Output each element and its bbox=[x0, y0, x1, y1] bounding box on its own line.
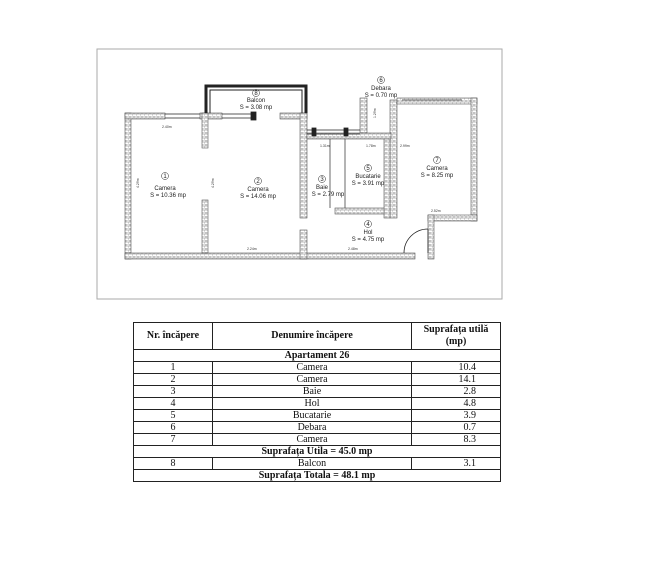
table-row: 8 Balcon 3.1 bbox=[133, 457, 501, 470]
svg-text:S = 2.79 mp: S = 2.79 mp bbox=[312, 192, 345, 198]
walls bbox=[124, 97, 478, 260]
svg-text:Hol: Hol bbox=[363, 230, 372, 236]
svg-text:2.52m: 2.52m bbox=[431, 209, 441, 213]
apartment-title: Apartament 26 bbox=[133, 349, 501, 362]
svg-text:S = 0.70 mp: S = 0.70 mp bbox=[365, 93, 398, 99]
svg-text:Balcon: Balcon bbox=[247, 98, 265, 104]
usable-area-total: Suprafața Utila = 45.0 mp bbox=[133, 445, 501, 458]
svg-text:4.29m: 4.29m bbox=[211, 178, 215, 188]
room-label-7: 7 Camera S = 8.25 mp bbox=[421, 156, 454, 179]
windows bbox=[165, 99, 462, 137]
svg-text:S = 8.25 mp: S = 8.25 mp bbox=[421, 173, 454, 179]
svg-text:Camera: Camera bbox=[154, 186, 176, 192]
table-row: 2 Camera 14.1 bbox=[133, 373, 501, 386]
svg-text:8: 8 bbox=[254, 91, 258, 97]
svg-text:5: 5 bbox=[366, 166, 370, 172]
table-row: 7 Camera 8.3 bbox=[133, 433, 501, 446]
svg-text:6: 6 bbox=[379, 78, 383, 84]
svg-text:1.78m: 1.78m bbox=[366, 144, 376, 148]
door-swing bbox=[403, 228, 429, 254]
svg-text:S = 3.91 mp: S = 3.91 mp bbox=[352, 181, 385, 187]
svg-text:Baie: Baie bbox=[316, 185, 329, 191]
plan-frame bbox=[96, 48, 503, 300]
room-label-5: 5 Bucatarie S = 3.91 mp bbox=[352, 164, 385, 187]
room-label-6: 6 Debara S = 0.70 mp bbox=[365, 76, 398, 99]
header-nr: Nr. încăpere bbox=[133, 322, 213, 350]
balcony-outline bbox=[204, 84, 308, 113]
table-row: 4 Hol 4.8 bbox=[133, 397, 501, 410]
total-area: Suprafața Totala = 48.1 mp bbox=[133, 469, 501, 482]
svg-text:Camera: Camera bbox=[426, 166, 448, 172]
svg-text:2.40m: 2.40m bbox=[162, 125, 172, 129]
svg-text:1: 1 bbox=[163, 174, 167, 180]
svg-text:2: 2 bbox=[256, 179, 260, 185]
room-label-4: 4 Hol S = 4.75 mp bbox=[352, 220, 385, 243]
room-label-3: 3 Baie S = 2.79 mp bbox=[312, 175, 345, 198]
svg-text:1.31m: 1.31m bbox=[320, 144, 330, 148]
svg-text:Bucatarie: Bucatarie bbox=[355, 174, 381, 180]
room-label-8: 8 Balcon S = 3.08 mp bbox=[240, 89, 273, 111]
table-row: 3 Baie 2.8 bbox=[133, 385, 501, 398]
table-row: 1 Camera 10.4 bbox=[133, 361, 501, 374]
svg-text:4: 4 bbox=[366, 222, 370, 228]
svg-text:S = 14.06 mp: S = 14.06 mp bbox=[240, 194, 277, 200]
svg-text:S = 3.08 mp: S = 3.08 mp bbox=[240, 105, 273, 111]
svg-text:Debara: Debara bbox=[371, 86, 391, 92]
svg-text:S = 4.75 mp: S = 4.75 mp bbox=[352, 237, 385, 243]
svg-text:2.48m: 2.48m bbox=[348, 247, 358, 251]
rooms-table: Nr. încăpere Denumire încăpere Suprafața… bbox=[133, 322, 501, 482]
header-name: Denumire încăpere bbox=[212, 322, 412, 350]
svg-text:S = 10.36 mp: S = 10.36 mp bbox=[150, 193, 187, 199]
room-label-1: 1 Camera S = 10.36 mp bbox=[150, 172, 187, 199]
table-row: 5 Bucatarie 3.9 bbox=[133, 409, 501, 422]
svg-text:Camera: Camera bbox=[247, 187, 269, 193]
dimension-labels: 2.40m 4.29m 4.29m 2.24m 2.48m 1.31m 1.78… bbox=[136, 108, 441, 251]
room-label-2: 2 Camera S = 14.06 mp bbox=[240, 177, 277, 200]
svg-text:2.99m: 2.99m bbox=[400, 144, 410, 148]
svg-text:4.29m: 4.29m bbox=[136, 178, 140, 188]
svg-text:7: 7 bbox=[435, 158, 439, 164]
table-row: 6 Debara 0.7 bbox=[133, 421, 501, 434]
header-area: Suprafața utilă (mp) bbox=[411, 322, 501, 350]
svg-text:1.29m: 1.29m bbox=[373, 108, 377, 118]
svg-text:3: 3 bbox=[320, 177, 324, 183]
floor-plan: 1 Camera S = 10.36 mp 2 Camera S = 14.06… bbox=[96, 48, 503, 300]
svg-text:2.24m: 2.24m bbox=[247, 247, 257, 251]
